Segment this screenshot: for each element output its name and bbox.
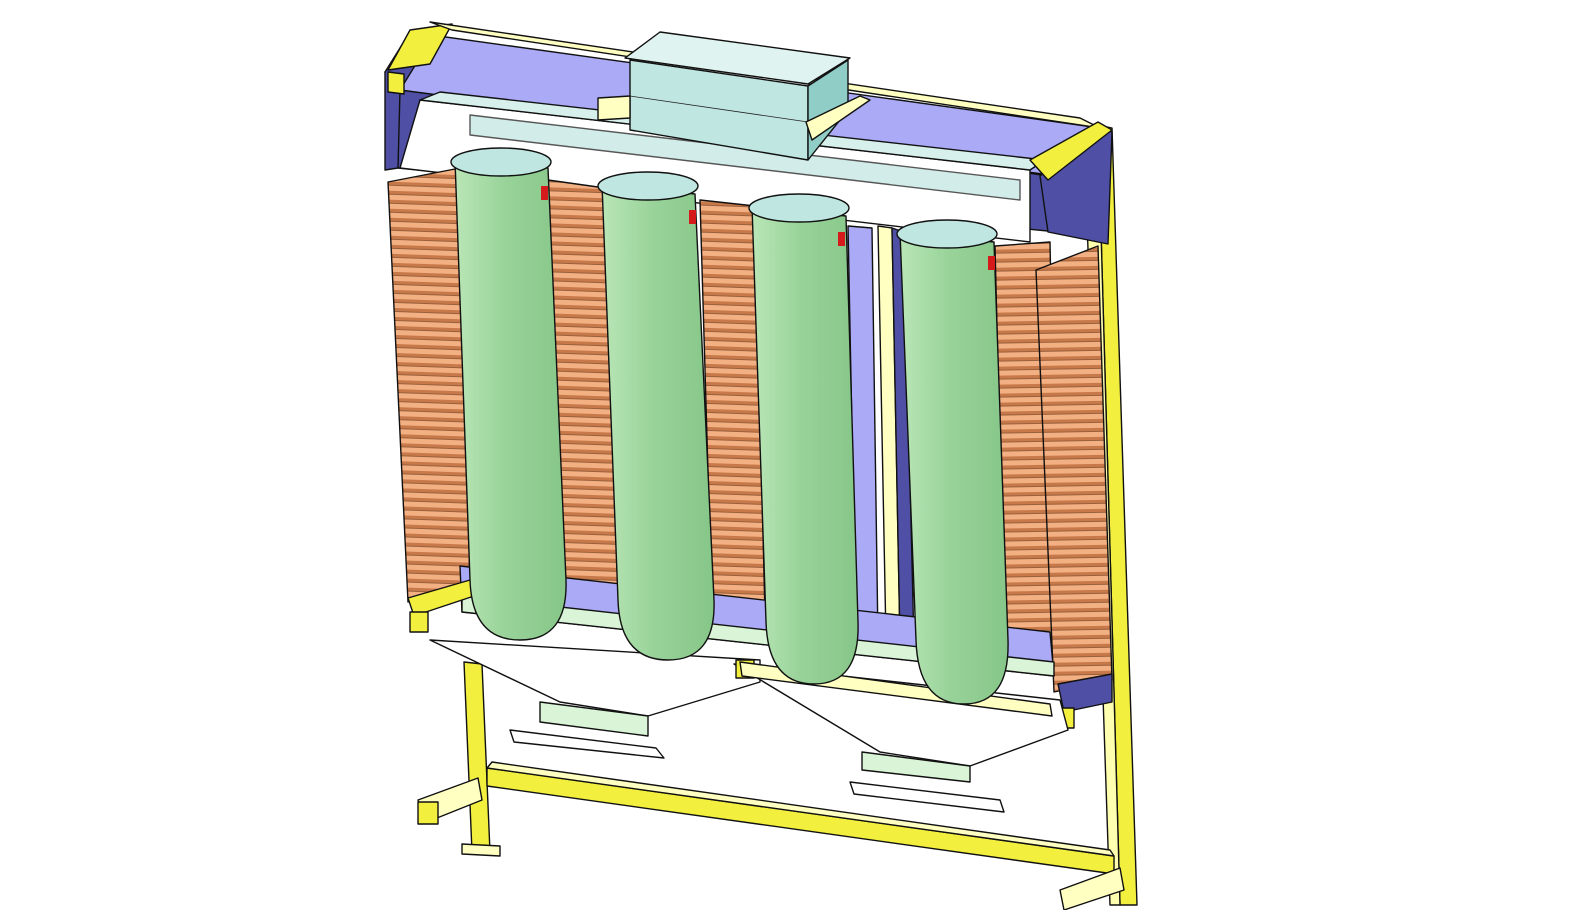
duct-left-bracket [597, 95, 631, 121]
top-left-corner-rail [387, 23, 453, 71]
valve-1 [541, 186, 548, 200]
lower-cross-beam [486, 767, 1115, 875]
top-left-bracket [387, 71, 405, 95]
front-left-foot [461, 843, 501, 857]
hopper-right-outlet [861, 751, 971, 783]
hopper-left-outlet [539, 701, 649, 737]
left-stub-end [417, 801, 439, 825]
duct-seam [629, 95, 809, 123]
front-left-leg [463, 661, 491, 853]
filter-tube-3 [748, 193, 859, 685]
hopper-right [733, 663, 1069, 767]
top-right-corner-rail [1029, 121, 1113, 181]
right-stub-beam [1059, 867, 1125, 910]
right-lower-block [1057, 673, 1113, 713]
lower-left-rail-end [409, 611, 429, 633]
filter-tube-1 [450, 147, 567, 641]
outlet-duct [597, 31, 871, 161]
filter-tube-2 [597, 171, 715, 661]
duct-right-bracket [805, 95, 871, 141]
valve-4 [988, 256, 995, 270]
hopper-right-flange [849, 781, 1005, 813]
tube-sheet-inner [469, 114, 1021, 201]
filter-tube-4 [896, 219, 1009, 705]
hopper-left-flange [509, 729, 665, 759]
valve-3 [838, 232, 845, 246]
duct-top-flange [624, 31, 851, 85]
valve-2 [689, 210, 696, 224]
filter-tubes [450, 147, 1009, 705]
lower-cross-beam-top [486, 761, 1115, 857]
